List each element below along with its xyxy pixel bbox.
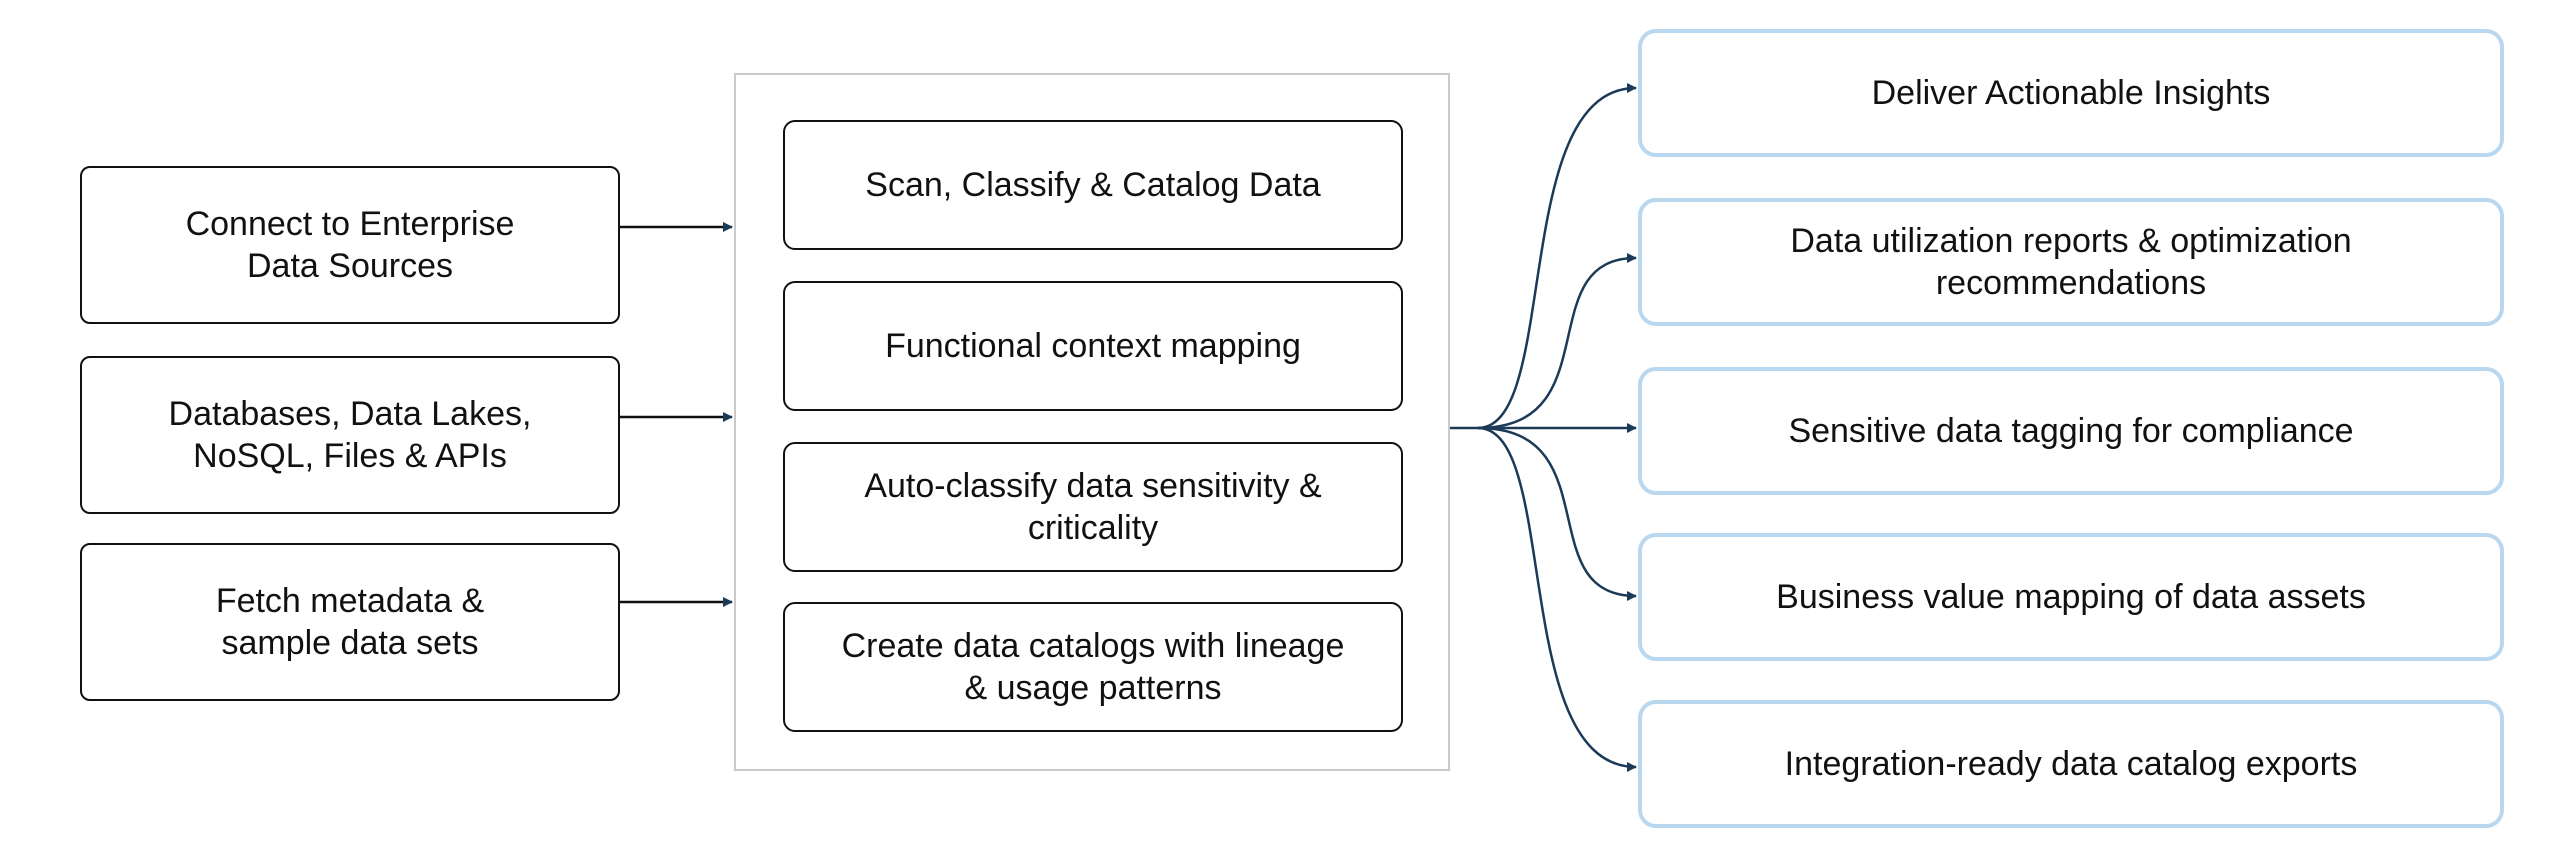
output-box-sensitive-tagging: Sensitive data tagging for compliance — [1638, 367, 2504, 495]
output-box-business-value: Business value mapping of data assets — [1638, 533, 2504, 661]
output-box-actionable-insights: Deliver Actionable Insights — [1638, 29, 2504, 157]
step-box-scan-classify: Scan, Classify & Catalog Data — [783, 120, 1403, 250]
input-box-fetch-metadata: Fetch metadata & sample data sets — [80, 543, 620, 701]
step-box-functional-context: Functional context mapping — [783, 281, 1403, 411]
step-box-auto-classify: Auto-classify data sensitivity & critica… — [783, 442, 1403, 572]
output-arrow-4 — [1477, 426, 1637, 601]
output-box-utilization-reports: Data utilization reports & optimization … — [1638, 198, 2504, 326]
step-box-create-catalogs: Create data catalogs with lineage & usag… — [783, 602, 1403, 732]
output-arrow-1 — [1477, 83, 1637, 430]
output-arrow-2 — [1477, 253, 1637, 430]
input-box-connect-sources: Connect to Enterprise Data Sources — [80, 166, 620, 324]
output-box-catalog-exports: Integration-ready data catalog exports — [1638, 700, 2504, 828]
input-box-databases: Databases, Data Lakes, NoSQL, Files & AP… — [80, 356, 620, 514]
output-arrow-5 — [1477, 426, 1637, 772]
